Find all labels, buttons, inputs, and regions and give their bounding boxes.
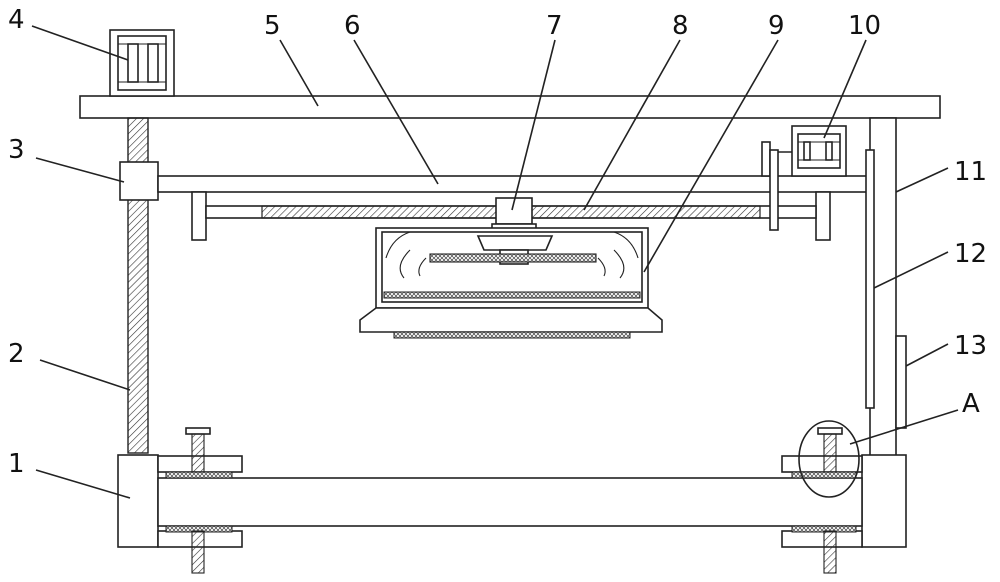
label-5: 5 [264, 11, 281, 41]
left-clamp [157, 427, 243, 574]
cross-rail [157, 175, 871, 193]
label-3: 3 [8, 135, 25, 165]
right-hanger [815, 191, 831, 241]
label-13: 13 [954, 331, 987, 361]
label-4: 4 [8, 5, 25, 35]
label-11: 11 [954, 157, 987, 187]
base-frame [117, 454, 907, 548]
side-motor [761, 125, 847, 231]
label-A: A [962, 389, 980, 419]
label-2: 2 [8, 339, 25, 369]
label-7: 7 [546, 11, 563, 41]
polishing-head [359, 223, 663, 339]
label-12: 12 [954, 239, 987, 269]
label-8: 8 [672, 11, 689, 41]
guide-strip [865, 149, 875, 409]
top-motor [109, 29, 175, 97]
label-9: 9 [768, 11, 785, 41]
top-plate [79, 95, 941, 119]
leader-lines [31, 25, 959, 499]
label-6: 6 [344, 11, 361, 41]
left-lead-screw [127, 117, 149, 454]
right-clamp [781, 427, 863, 574]
side-box [895, 335, 907, 429]
detail-a-ellipse [798, 420, 860, 498]
slider-block [119, 161, 159, 201]
left-hanger [191, 191, 207, 241]
label-1: 1 [8, 449, 25, 479]
label-10: 10 [848, 11, 881, 41]
